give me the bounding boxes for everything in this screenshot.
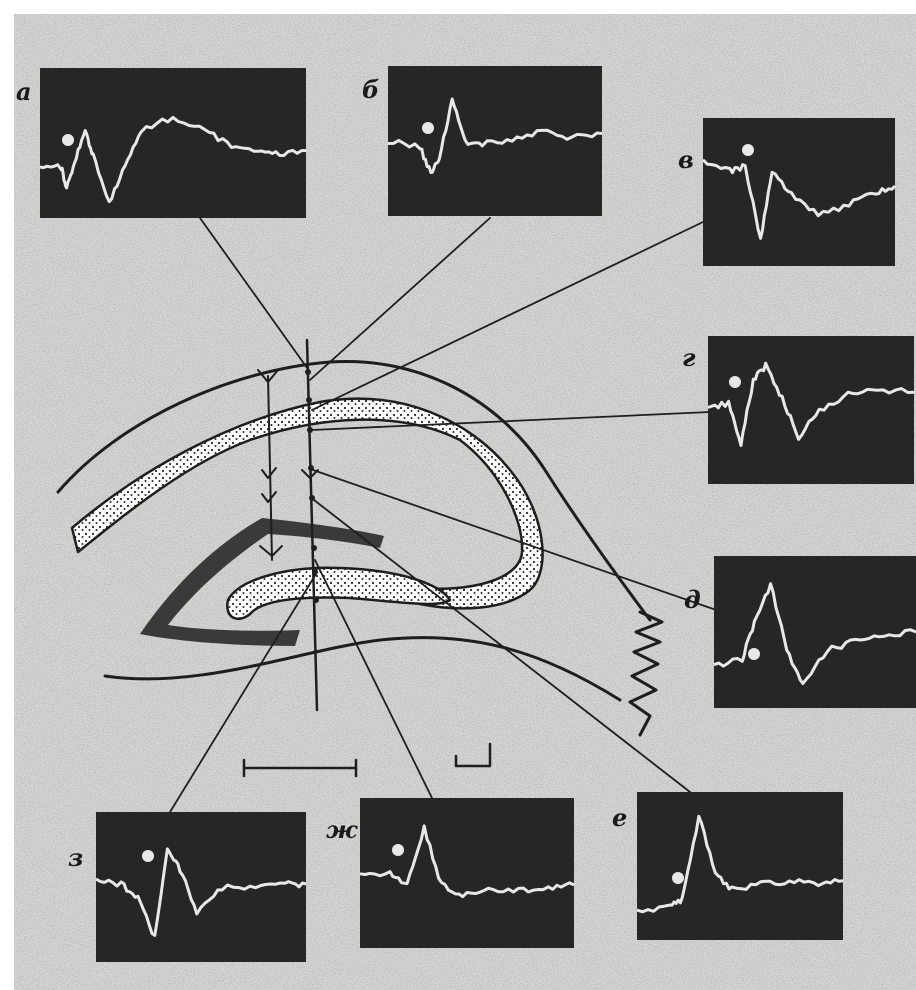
panel-v: в <box>678 118 895 266</box>
stimulus-marker-d <box>748 648 760 660</box>
stimulus-marker-e <box>672 872 684 884</box>
recording-point-e <box>311 545 317 551</box>
panel-g: г <box>682 336 914 484</box>
panel-label-v: в <box>678 145 694 174</box>
stimulus-marker-zh <box>392 844 404 856</box>
panel-b: б <box>362 66 602 216</box>
scope-screen-d <box>714 556 916 708</box>
panel-label-b: б <box>362 75 379 104</box>
panel-z: з <box>68 812 306 962</box>
stimulus-marker-g <box>729 376 741 388</box>
recording-point-z <box>313 597 319 603</box>
panel-zh: ж <box>326 798 574 948</box>
scope-screen-g <box>708 336 914 484</box>
recording-point-b <box>306 397 312 403</box>
panel-a: а <box>16 68 306 218</box>
panel-label-zh: ж <box>326 815 358 844</box>
panel-label-z: з <box>68 843 83 872</box>
stimulus-marker-b <box>422 122 434 134</box>
scope-screen-z <box>96 812 306 962</box>
panel-e: е <box>612 792 843 940</box>
stimulus-marker-v <box>742 144 754 156</box>
panel-label-a: а <box>16 77 32 106</box>
stimulus-marker-a <box>62 134 74 146</box>
panel-label-d: д <box>684 585 701 614</box>
panel-label-g: г <box>682 343 696 372</box>
stimulus-marker-z <box>142 850 154 862</box>
scope-screen-e <box>637 792 843 940</box>
scope-screen-v <box>703 118 895 266</box>
panel-label-e: е <box>612 803 627 832</box>
panel-d: д <box>684 556 916 708</box>
